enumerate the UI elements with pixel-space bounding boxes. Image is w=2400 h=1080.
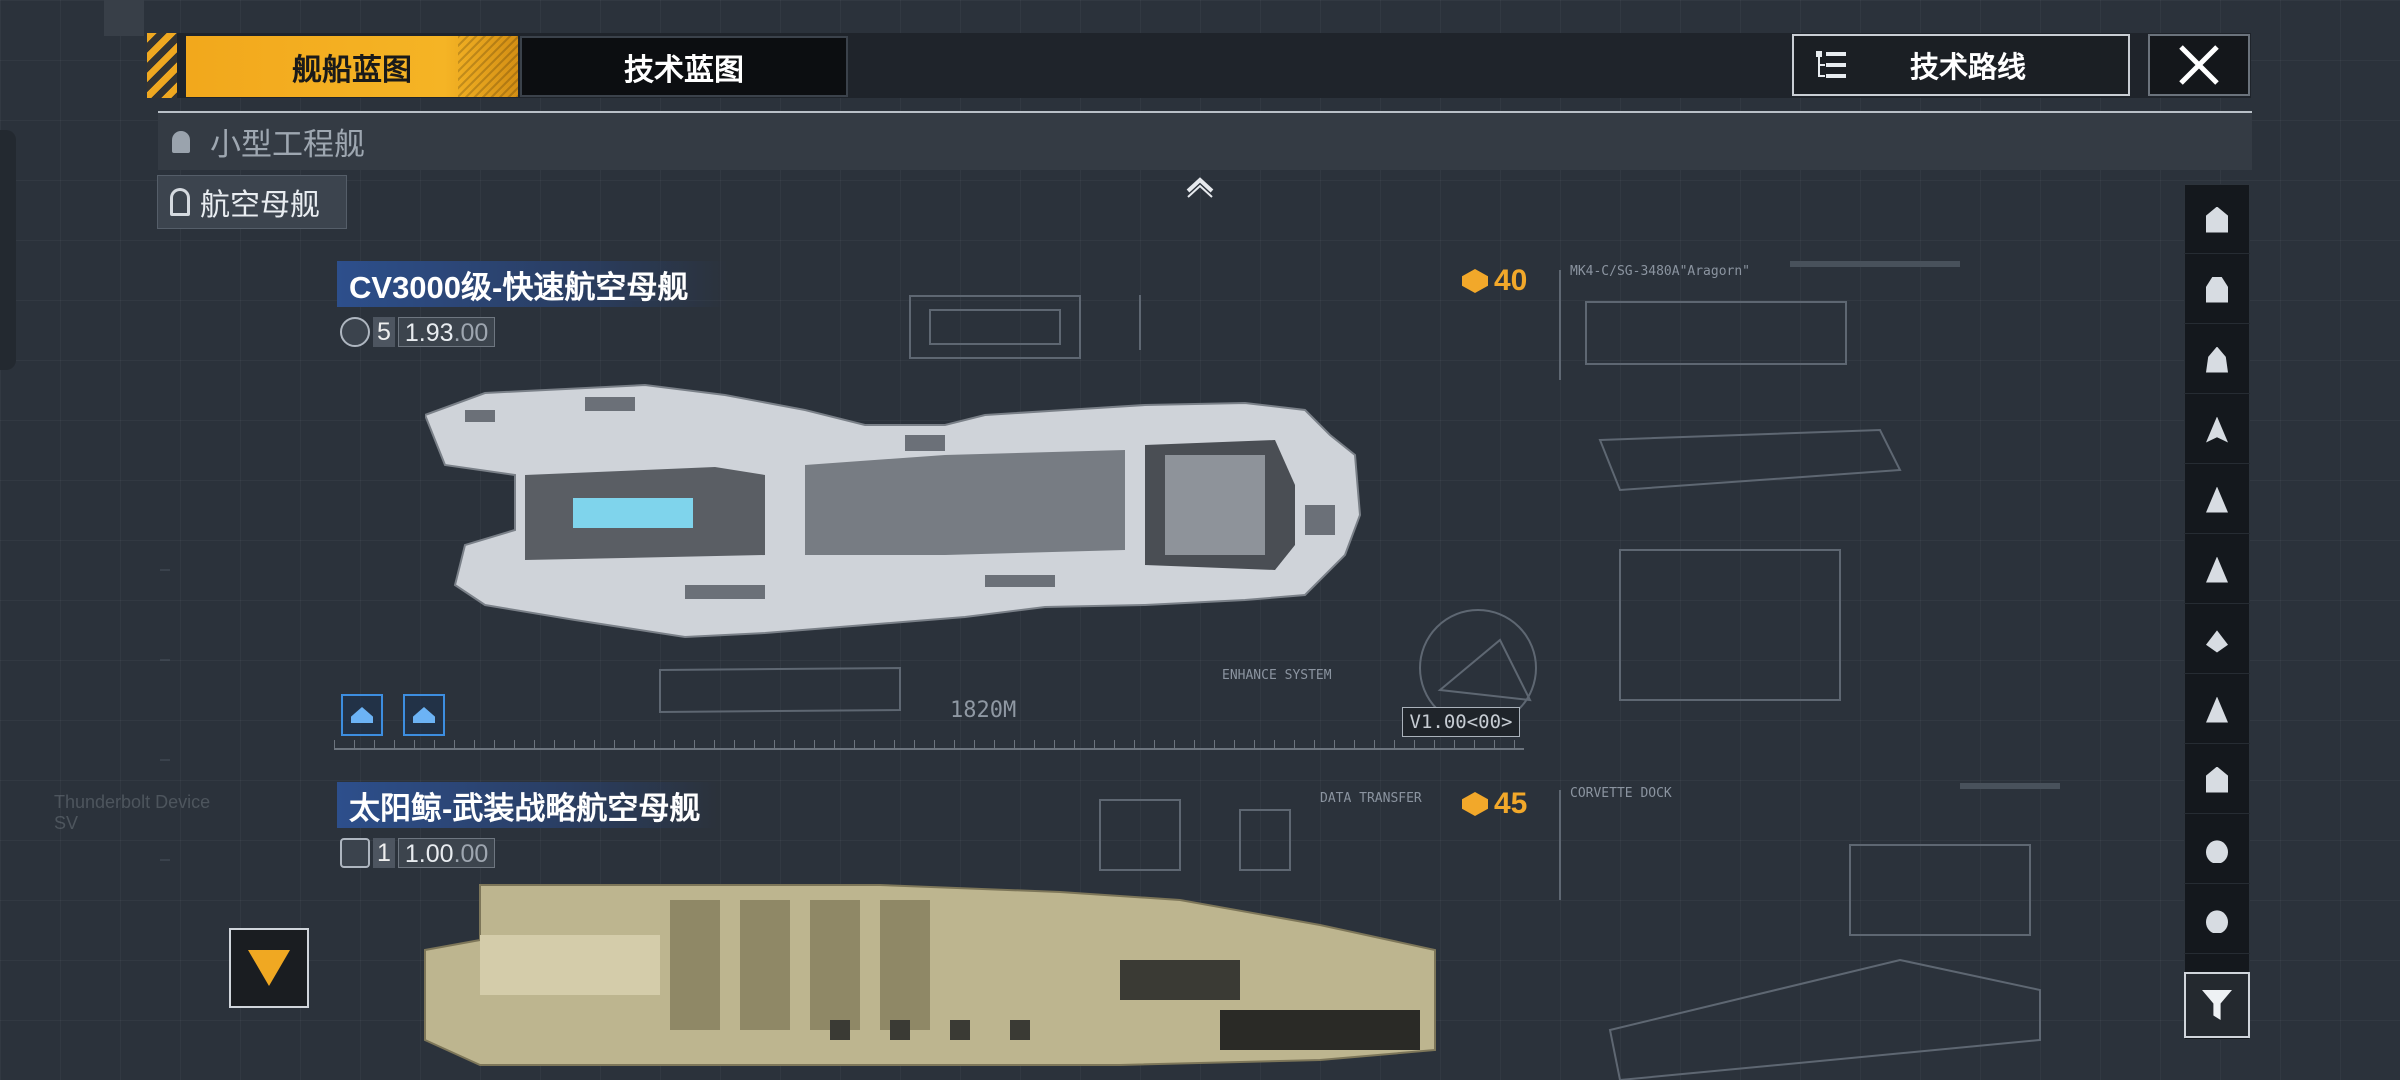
tab-tech-blueprint-label: 技术蓝图 (624, 53, 744, 87)
filter-item-engineering[interactable] (2184, 746, 2250, 814)
filter-item-utility[interactable] (2184, 886, 2250, 954)
blueprint-point-icon (1462, 792, 1488, 816)
carrier-module-icon (413, 707, 435, 723)
ship-ratio-dec: .00 (453, 840, 489, 868)
blueprint-side-label: DATA TRANSFER (1320, 791, 1422, 806)
tech-route-button[interactable]: 技术路线 (1792, 34, 2130, 96)
blueprint-label: MK4-C/SG-3480A"Aragorn" (1570, 264, 1751, 279)
close-icon (2179, 45, 2219, 85)
filter-item-transport[interactable] (2184, 816, 2250, 884)
ruler-ticks (334, 740, 1524, 748)
module-button-2[interactable] (403, 694, 445, 736)
cruiser-class-icon (2206, 346, 2228, 373)
squadron-class-icon (2206, 696, 2228, 723)
close-button[interactable] (2148, 34, 2250, 96)
ship-cost: 45 (1462, 787, 1527, 821)
left-edge-handle[interactable] (0, 130, 16, 370)
corvette-class-icon (2206, 556, 2228, 583)
carrier-class-icon (170, 188, 190, 216)
carrier-module-icon (351, 707, 373, 723)
battlecruiser-class-icon (2206, 276, 2228, 303)
engineering-class-icon (2206, 766, 2228, 793)
faction-icon (340, 838, 370, 868)
filter-item-squadron[interactable] (2184, 676, 2250, 744)
ship-ratio-int: 1.93 (404, 319, 454, 347)
category-chip-label: 航空母舰 (200, 189, 320, 222)
category-chip-carrier[interactable]: 航空母舰 (157, 175, 347, 229)
tab-ship-blueprint[interactable]: 舰船蓝图 (186, 36, 518, 97)
ship-class-icon (172, 130, 190, 153)
filter-sidebar (2184, 184, 2250, 1040)
filter-item-fighter[interactable] (2184, 606, 2250, 674)
transport-class-icon (2206, 840, 2228, 863)
jump-down-button[interactable] (229, 928, 309, 1008)
module-button-1[interactable] (341, 694, 383, 736)
down-triangle-icon (248, 950, 290, 986)
corner-chip (104, 0, 144, 36)
frigate-class-icon (2206, 486, 2228, 513)
background-text: Thunderbolt Device SV (54, 792, 211, 833)
ship-ratio-int: 1.00 (404, 840, 454, 868)
filter-item-cruiser[interactable] (2184, 326, 2250, 394)
ship-meta: 1 1.00.00 (340, 838, 496, 868)
blueprint-point-icon (1462, 269, 1488, 293)
tab-tech-blueprint[interactable]: 技术蓝图 (520, 36, 848, 97)
utility-class-icon (2206, 910, 2228, 933)
filter-item-battlecruiser[interactable] (2184, 256, 2250, 324)
globe-icon (340, 317, 370, 347)
ship-title[interactable]: 太阳鲸-武装战略航空母舰 (337, 782, 717, 828)
ship-image-cv3000[interactable] (425, 355, 1445, 645)
fighter-class-icon (2206, 630, 2228, 653)
filter-item-corvette[interactable] (2184, 536, 2250, 604)
carrier-class-icon (2206, 206, 2228, 233)
category-label: 小型工程舰 (210, 127, 365, 162)
ship-meta: 5 1.93.00 (340, 317, 496, 347)
scroll-up-icon[interactable] (1185, 175, 1215, 205)
ruler (334, 748, 1524, 750)
ship-version: V1.00<00> (1402, 707, 1520, 737)
filter-item-destroyer[interactable] (2184, 396, 2250, 464)
blueprint-side-label: ENHANCE SYSTEM (1222, 668, 1332, 683)
filter-item-frigate[interactable] (2184, 466, 2250, 534)
ship-title[interactable]: CV3000级-快速航空母舰 (337, 261, 727, 307)
tab-ship-blueprint-label: 舰船蓝图 (292, 53, 412, 87)
category-row-engineering[interactable]: 小型工程舰 (158, 113, 2252, 170)
category-divider (158, 111, 2252, 113)
ship-count: 5 (373, 317, 395, 347)
ship-cost-value: 45 (1494, 787, 1528, 820)
hazard-stripe (147, 33, 177, 98)
ship-ratio: 1.93.00 (397, 317, 496, 347)
ship-image-sun-whale[interactable] (420, 880, 1440, 1070)
destroyer-class-icon (2206, 416, 2228, 443)
tech-route-label: 技术路线 (1909, 52, 2026, 84)
tree-list-icon (1814, 48, 1848, 82)
blueprint-label: CORVETTE DOCK (1570, 786, 1672, 801)
ship-count: 1 (373, 838, 395, 868)
filter-icon (2202, 990, 2232, 1020)
ship-length: 1820M (950, 698, 1017, 723)
ship-cost: 40 (1462, 264, 1527, 298)
ship-ratio: 1.00.00 (397, 838, 496, 868)
filter-button[interactable] (2184, 972, 2250, 1038)
ship-cost-value: 40 (1494, 264, 1528, 297)
filter-item-carrier[interactable] (2184, 186, 2250, 254)
ship-ratio-dec: .00 (453, 319, 489, 347)
